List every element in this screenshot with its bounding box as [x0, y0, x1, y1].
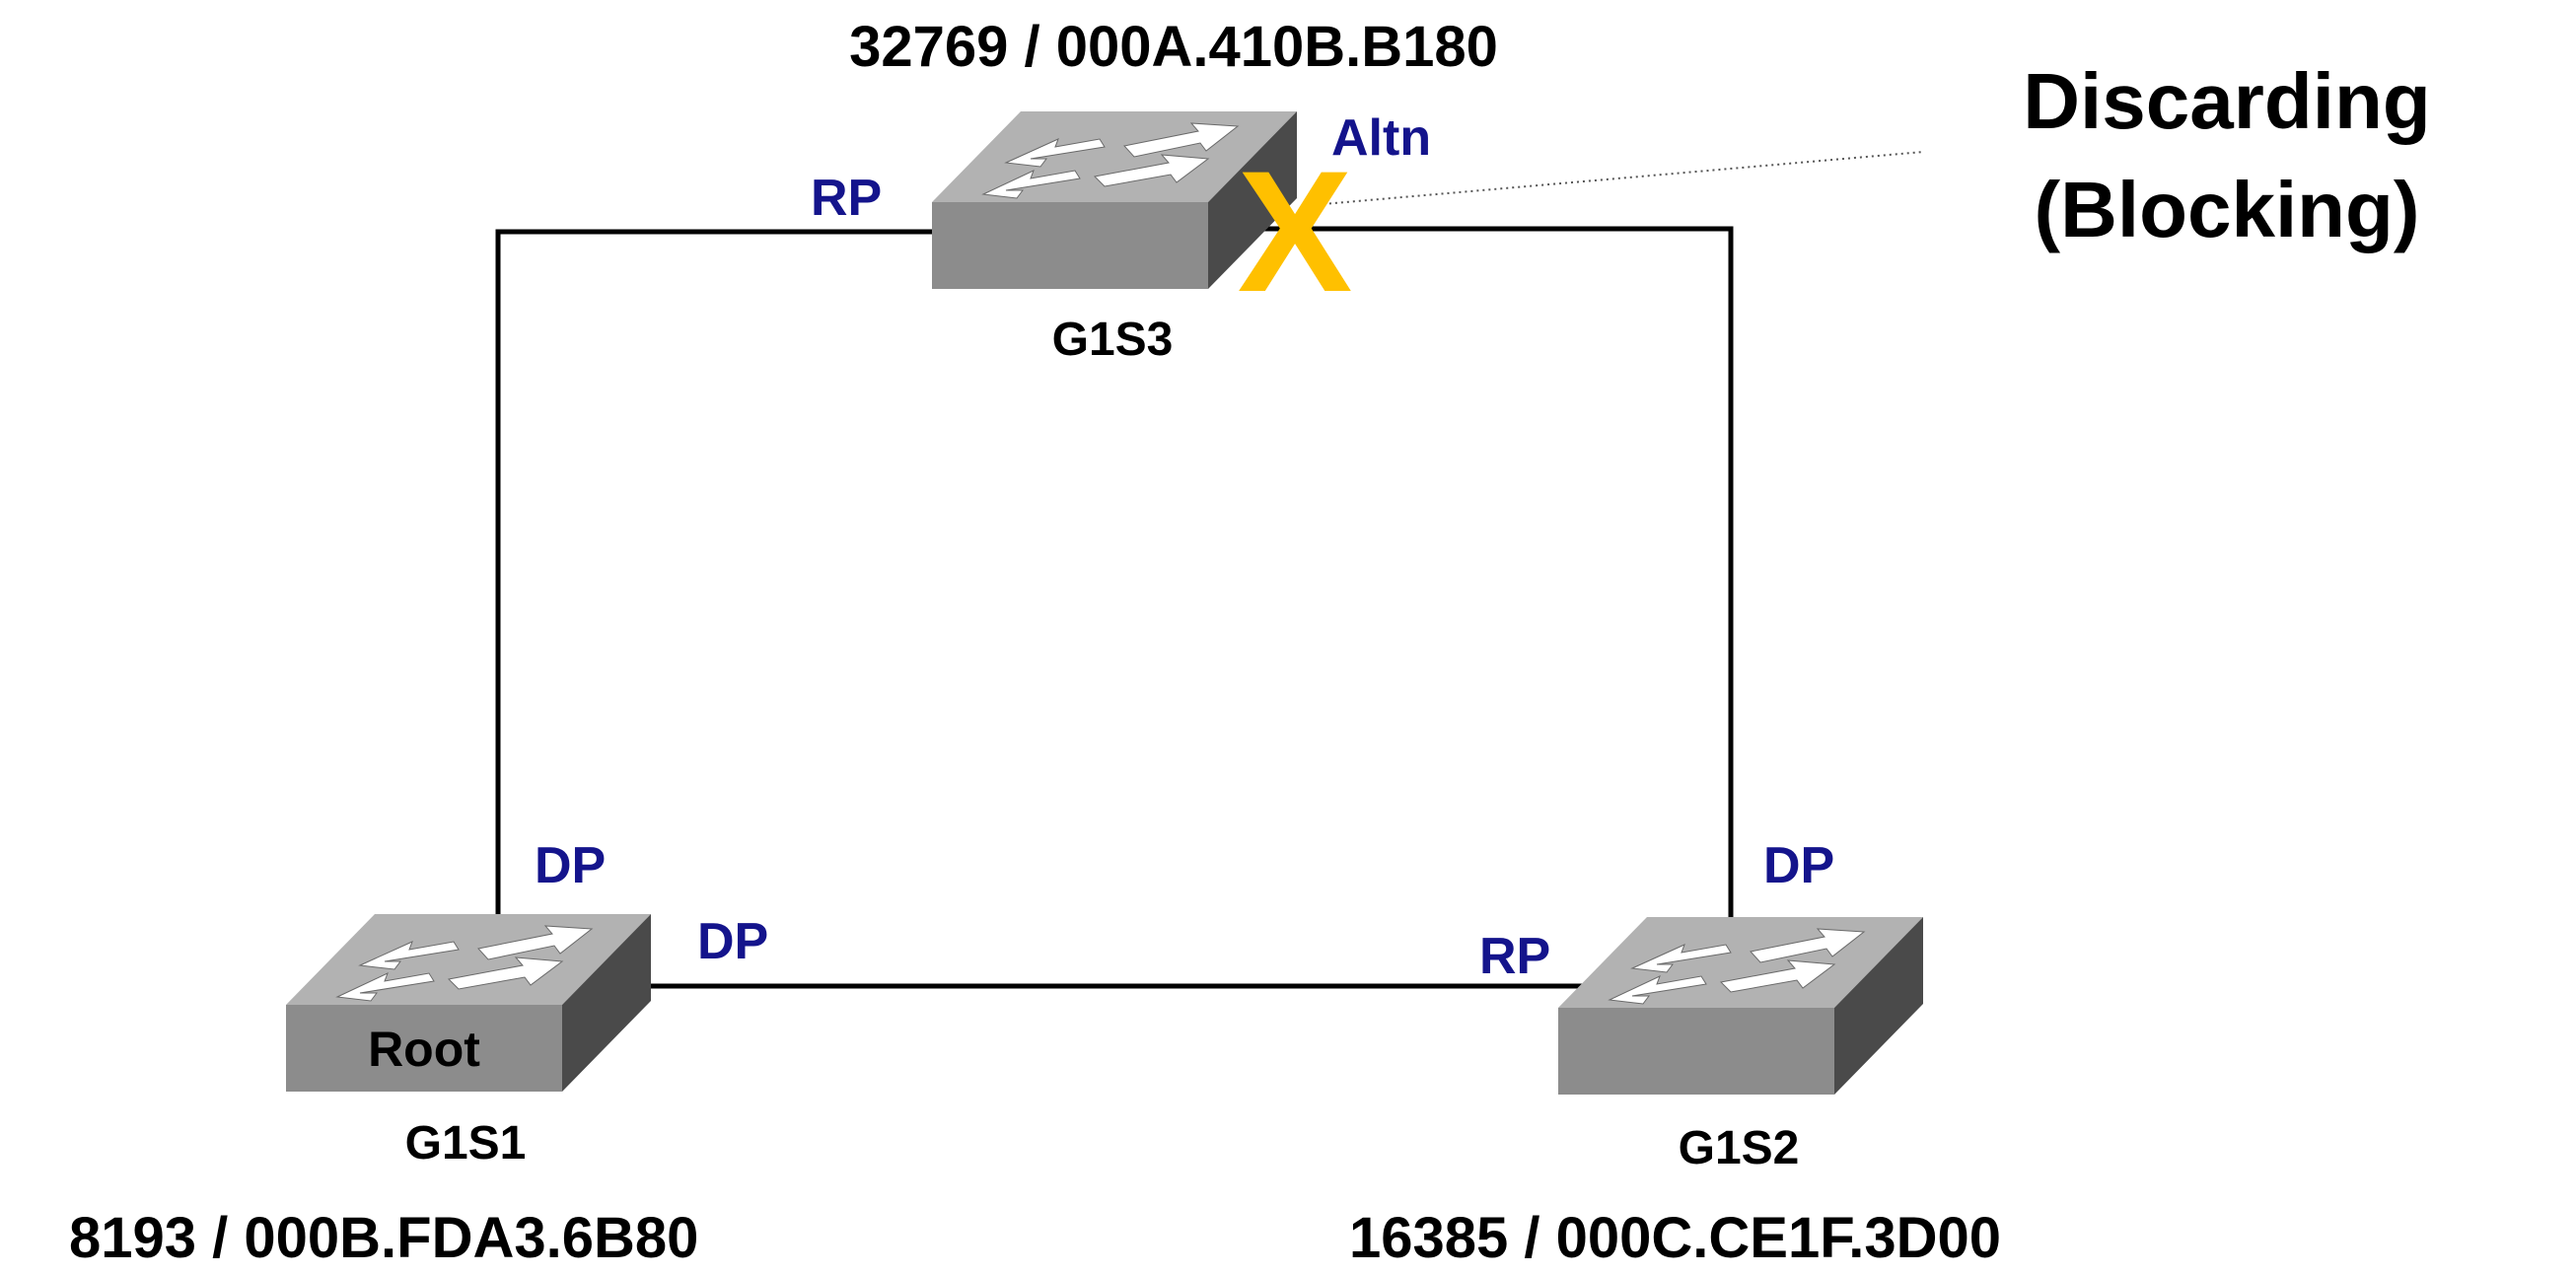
- port-role-g1s3-left: RP: [811, 170, 882, 227]
- callout-leader-line: [1311, 151, 1924, 206]
- switch-g1s3[interactable]: [932, 111, 1297, 289]
- port-role-g1s3-right: Altn: [1331, 109, 1431, 167]
- switch-icon: [286, 914, 651, 1092]
- callout-blocking: (Blocking): [2034, 166, 2419, 253]
- port-role-g1s2-left: RP: [1479, 928, 1550, 985]
- bridge-id-g1s1: 8193 / 000B.FDA3.6B80: [69, 1206, 698, 1270]
- bridge-id-g1s3: 32769 / 000A.410B.B180: [849, 15, 1498, 79]
- link-g1s3-g1s2: [1252, 226, 1734, 917]
- blocked-port-x-icon: X: [1238, 136, 1353, 328]
- links: [495, 226, 1734, 989]
- switch-icon: [1558, 917, 1923, 1095]
- switch-name-g1s1: G1S1: [405, 1117, 527, 1169]
- port-role-g1s2-top: DP: [1763, 837, 1834, 894]
- switch-g1s1[interactable]: Root: [286, 914, 651, 1092]
- switch-name-g1s2: G1S2: [1679, 1122, 1800, 1174]
- root-label: Root: [368, 1022, 480, 1077]
- link-g1s1-g1s3: [495, 229, 932, 917]
- port-role-g1s1-right: DP: [697, 913, 768, 970]
- switch-g1s2[interactable]: [1558, 917, 1923, 1095]
- port-role-g1s1-top: DP: [535, 837, 606, 894]
- bridge-id-g1s2: 16385 / 000C.CE1F.3D00: [1349, 1206, 2001, 1270]
- callout-discarding: Discarding: [2023, 57, 2430, 145]
- switch-name-g1s3: G1S3: [1052, 314, 1174, 366]
- switch-icon: [932, 111, 1297, 289]
